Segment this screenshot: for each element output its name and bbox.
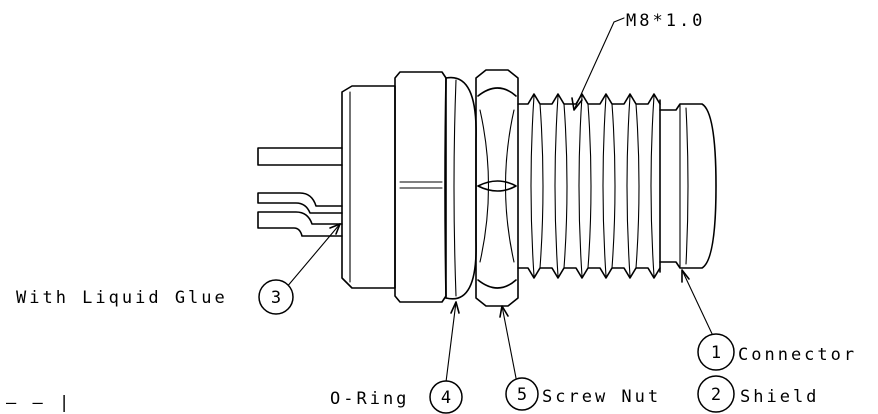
callout-2-circle	[697, 375, 735, 413]
front-nose	[659, 103, 717, 269]
callout-4-number: 4	[441, 388, 451, 408]
callout-4-circle	[429, 380, 463, 414]
shield-label: Shield	[740, 387, 819, 407]
back-body	[341, 85, 396, 289]
thread-label: M8*1.0	[626, 11, 705, 31]
threaded-shell	[517, 93, 661, 279]
callout-1-number: 1	[711, 343, 721, 363]
callout-3-number: 3	[271, 288, 281, 308]
callout-5-circle	[505, 377, 539, 411]
callout-2-number: 2	[711, 385, 721, 405]
hex-nut	[475, 69, 519, 307]
oring-label: O-Ring	[330, 389, 409, 409]
nut-label: Screw Nut	[542, 387, 661, 407]
callout-3-circle	[258, 279, 294, 315]
callout-5-number: 5	[517, 385, 527, 405]
corner-fragment: — — |	[6, 393, 72, 413]
o-ring	[444, 76, 477, 300]
callout-1-circle	[697, 333, 735, 371]
flange	[394, 71, 447, 303]
leader-lines	[285, 17, 715, 383]
connector-label: Connector	[738, 345, 857, 365]
pins	[257, 147, 343, 237]
glue-label: With Liquid Glue	[16, 288, 228, 308]
